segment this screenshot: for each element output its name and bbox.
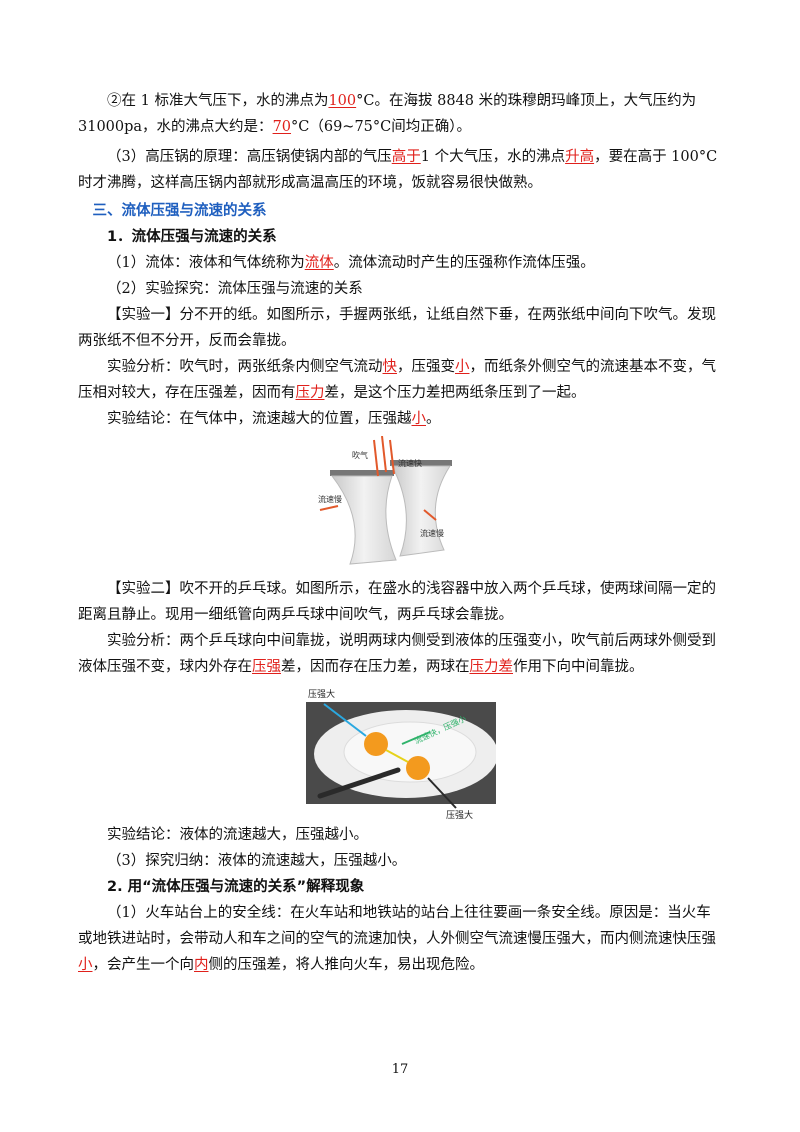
text-span: 。流体流动时产生的压强称作流体压强。 — [333, 255, 595, 271]
experiment-1-paragraph: 【实验一】分不开的纸。如图所示，手握两张纸，让纸自然下垂，在两张纸中间向下吹气。… — [78, 307, 716, 349]
answer-blank: 小 — [411, 411, 427, 427]
answer-blank: 小 — [78, 957, 93, 973]
pingpong-experiment-figure: 压强大 压强大 流速快，压强小 — [78, 684, 723, 820]
text-span: °C（69~75°C间均正确）。 — [291, 119, 472, 135]
blow-arrow — [388, 439, 395, 475]
text-span: （3）高压锅的原理：高压锅使锅内部的气压 — [107, 149, 392, 165]
experiment-1-conclusion-paragraph: 实验结论：在气体中，流速越大的位置，压强越小。 — [78, 406, 723, 432]
flow-arrow — [401, 731, 430, 745]
answer-blank: 内 — [194, 957, 209, 973]
left-clip — [329, 470, 394, 476]
right-clip — [389, 460, 452, 466]
outer-flow-arrow — [319, 505, 338, 511]
pressure-arrow-top — [322, 703, 367, 737]
paper-sheets-illustration: 吹气 流速快 流速慢 流速慢 — [318, 436, 452, 565]
text-span: ②在 1 标准大气压下，水的沸点为 — [107, 93, 329, 109]
summary-paragraph: （3）探究归纳：液体的流速越大，压强越小。 — [107, 853, 407, 869]
label-high-pressure-bottom: 压强大 — [446, 809, 473, 820]
page-number: 17 — [391, 1062, 409, 1077]
text-span: 差，是这个压力差把两纸条压到了一起。 — [324, 385, 586, 401]
ball-move-arrow — [385, 749, 408, 763]
answer-blank: 高于 — [391, 149, 421, 165]
text-span: ，压强变 — [397, 359, 455, 375]
answer-blank: 100 — [328, 93, 357, 109]
text-span: 实验分析：吹气时，两张纸条内侧空气流动 — [107, 359, 383, 375]
answer-blank: 70 — [272, 119, 292, 135]
answer-blank: 小 — [455, 359, 470, 375]
answer-blank: 压力 — [295, 385, 325, 401]
label-slow-flow-left: 流速慢 — [318, 494, 342, 504]
experiment-2-analysis-paragraph: 实验分析：两个乒乓球向中间靠拢，说明两球内侧受到液体的压强变小，吹气前后两球外侧… — [78, 628, 723, 680]
section-3-heading: 三、流体压强与流速的关系 — [92, 203, 267, 219]
label-blow: 吹气 — [352, 450, 368, 460]
text-span: 1 个大气压，水的沸点 — [420, 149, 566, 165]
pingpong-illustration: 压强大 压强大 流速快，压强小 — [305, 688, 496, 820]
right-paper-sheet — [390, 465, 451, 557]
boiling-point-paragraph: ②在 1 标准大气压下，水的沸点为100°C。在海拔 8848 米的珠穆朗玛峰顶… — [78, 88, 723, 140]
answer-blank: 升高 — [565, 149, 595, 165]
text-span: °C。在海拔 8848 米的珠穆朗玛峰顶上，大气压约为 31000pa，水的沸点… — [78, 93, 697, 135]
subsection-2-heading: 2. 用“流体压强与流速的关系”解释现象 — [107, 879, 365, 895]
answer-blank: 快 — [382, 359, 398, 375]
text-span: 侧的压强差，将人推向火车，易出现危险。 — [208, 957, 485, 973]
blow-arrow — [380, 436, 387, 473]
text-span: 实验结论：在气体中，流速越大的位置，压强越 — [107, 411, 412, 427]
answer-blank: 压强 — [252, 659, 281, 675]
outer-flow-arrow — [422, 509, 437, 521]
ping-pong-ball-left — [363, 732, 388, 756]
paper-experiment-figure: 吹气 流速快 流速慢 流速慢 — [78, 436, 723, 566]
subsection-1-heading: 1．流体压强与流速的关系 — [107, 229, 277, 245]
label-slow-flow-right: 流速慢 — [420, 528, 444, 538]
experiment-2-paragraph: 【实验二】吹不开的乒乓球。如图所示，在盛水的浅容器中放入两个乒乓球，使两球间隔一… — [78, 581, 716, 623]
answer-blank: 压力差 — [469, 659, 514, 675]
pressure-arrow-bottom — [426, 777, 457, 809]
pressure-cooker-paragraph: （3）高压锅的原理：高压锅使锅内部的气压高于1 个大气压，水的沸点升高，要在高于… — [78, 144, 723, 196]
text-span: ，要在高于 100°C时才沸腾，这样高压锅内部就形成高温高压的环境，饭就容易很快… — [78, 149, 718, 191]
label-high-pressure-top: 压强大 — [308, 688, 335, 700]
experiment-1-analysis-paragraph: 实验分析：吹气时，两张纸条内侧空气流动快，压强变小，而纸条外侧空气的流速基本不变… — [78, 354, 723, 406]
text-span: ，而纸条外侧空气的流速基本不变，气压相对较大，存在压强差，因而有 — [78, 359, 716, 401]
text-span: 作用下向中间靠拢。 — [513, 659, 644, 675]
label-fast-flow: 流速快 — [398, 458, 422, 468]
left-paper-sheet — [330, 475, 397, 565]
text-span: 。 — [426, 411, 441, 427]
experiment-2-conclusion-paragraph: 实验结论：液体的流速越大，压强越小。 — [107, 827, 368, 843]
straw — [317, 767, 400, 799]
blow-arrow — [372, 439, 379, 477]
text-span: 差，因而存在压力差，两球在 — [281, 659, 470, 675]
ping-pong-ball-right — [405, 756, 430, 780]
safety-line-paragraph: （1）火车站台上的安全线：在火车站和地铁站的站台上往往要画一条安全线。原因是：当… — [78, 900, 723, 978]
experiment-explore-paragraph: （2）实验探究：流体压强与流速的关系 — [107, 281, 363, 297]
text-span: ，会产生一个向 — [92, 957, 195, 973]
answer-blank: 流体 — [304, 255, 334, 271]
fluid-definition-paragraph: （1）流体：液体和气体统称为流体。流体流动时产生的压强称作流体压强。 — [78, 250, 723, 276]
text-span: 实验分析：两个乒乓球向中间靠拢，说明两球内侧受到液体的压强变小，吹气前后两球外侧… — [78, 633, 716, 675]
page-content: ②在 1 标准大气压下，水的沸点为100°C。在海拔 8848 米的珠穆朗玛峰顶… — [78, 88, 723, 978]
text-span: （1）流体：液体和气体统称为 — [107, 255, 305, 271]
text-span: （1）火车站台上的安全线：在火车站和地铁站的站台上往往要画一条安全线。原因是：当… — [78, 905, 716, 947]
